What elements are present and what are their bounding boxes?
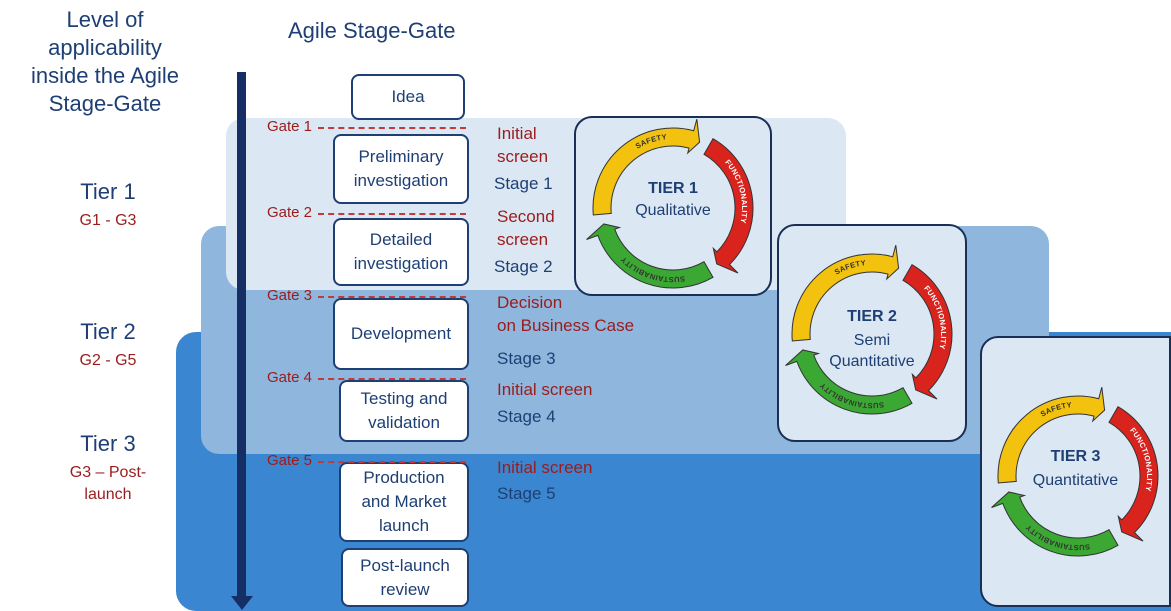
tier2-label: Tier 2 (80, 319, 136, 344)
stage-5-note: Stage 5 (497, 484, 556, 503)
tier-2-kind: Semi Quantitative (779, 330, 965, 372)
stage-post-launch-review: Post-launch review (341, 548, 469, 607)
tier3-range: G3 – Post- launch (28, 462, 188, 506)
gate-5-note: Initial screen (497, 458, 593, 477)
stage-label-line: Production (363, 468, 445, 487)
tier-2-kind-line: Semi (853, 332, 891, 349)
gate-2-line (318, 213, 466, 215)
tier3-label: Tier 3 (80, 431, 136, 456)
stage-testing-validation: Testing and validation (339, 380, 469, 442)
gate-1-note: Initial screen (497, 122, 548, 168)
functionality-arrow-segment (1108, 406, 1159, 542)
gate-5-label: Gate 5 (267, 452, 313, 469)
heading-line-1: Level of (66, 7, 144, 32)
gate-5-line (318, 461, 466, 463)
stage-label-line: Development (350, 324, 452, 343)
stage-label-line: review (380, 579, 430, 599)
stage-development: Development (333, 298, 469, 370)
note-line: screen (497, 147, 549, 166)
gate-3-line (318, 296, 466, 298)
safety-arrow-segment (997, 387, 1106, 484)
note-line: Initial (497, 124, 537, 143)
stage-1-note: Stage 1 (494, 174, 553, 193)
gate-2-label: Gate 2 (267, 204, 313, 221)
stage-label-line: Testing and (360, 389, 448, 408)
stage-label-line: and Market (361, 492, 447, 511)
gate-3-note: Decision on Business Case (497, 291, 634, 337)
gate-1-line (318, 127, 466, 129)
stage-idea-label: Idea (391, 87, 425, 106)
note-line: Second (497, 207, 555, 226)
tier1-label: Tier 1 (80, 179, 136, 204)
note-line: screen (497, 230, 549, 249)
tier-2-kind-line: Quantitative (829, 353, 915, 370)
tier-2-name: TIER 2 (847, 308, 897, 325)
note-line: on Business Case (497, 316, 635, 335)
timeline-arrow (237, 72, 246, 598)
heading-line-4: Stage-Gate (48, 91, 162, 116)
gate-1-label: Gate 1 (267, 118, 313, 135)
gate-2-note: Second screen (497, 205, 555, 251)
functionality-arrow-segment (902, 264, 953, 400)
stage-production-market-launch: Production and Market launch (339, 462, 469, 542)
note-line: Decision (497, 293, 563, 312)
stage-2-note: Stage 2 (494, 257, 553, 276)
sustainability-arrow-segment (785, 349, 913, 415)
tier-1-name: TIER 1 (648, 180, 698, 197)
tier3-range-line-1: G3 – Post- (69, 464, 147, 481)
stage-preliminary-investigation: Preliminary investigation (333, 134, 469, 204)
stage-label-line: Post-launch (360, 555, 450, 575)
sustainability-arrow-segment (586, 223, 714, 289)
gate-4-line (318, 378, 466, 380)
safety-arrow-segment (791, 245, 900, 342)
tier-3-name: TIER 3 (1050, 448, 1101, 465)
timeline-arrow-head (231, 596, 253, 610)
tier3-range-line-2: launch (84, 486, 132, 503)
stage-label-line: Preliminary (358, 147, 444, 166)
tier-3-kind: Quantitative (1032, 472, 1119, 489)
stage-label-line: validation (368, 413, 440, 432)
stage-4-note: Stage 4 (497, 407, 556, 426)
gate-4-note: Initial screen (497, 380, 593, 399)
gate-4-label: Gate 4 (267, 369, 313, 386)
stage-label-line: Detailed (369, 230, 433, 249)
stage-label-line: investigation (353, 254, 449, 273)
sustainability-arrow-segment (991, 491, 1119, 557)
stage-label-line: launch (378, 516, 430, 535)
safety-arrow-segment (592, 119, 701, 216)
heading-line-3: inside the Agile (31, 63, 179, 88)
stage-detailed-investigation: Detailed investigation (333, 218, 469, 286)
gate-3-label: Gate 3 (267, 287, 313, 304)
tier2-range: G2 - G5 (79, 352, 137, 369)
functionality-arrow-segment (703, 138, 754, 274)
stage-label-line: investigation (353, 171, 449, 190)
stage-idea: Idea (351, 74, 465, 120)
tier-1-kind: Qualitative (635, 202, 711, 219)
diagram-title: Agile Stage-Gate (288, 18, 456, 43)
applicability-heading: Level of applicability inside the Agile … (0, 6, 210, 118)
heading-line-2: applicability (48, 35, 162, 60)
stage-3-note: Stage 3 (497, 349, 556, 368)
tier1-range: G1 - G3 (79, 212, 137, 229)
